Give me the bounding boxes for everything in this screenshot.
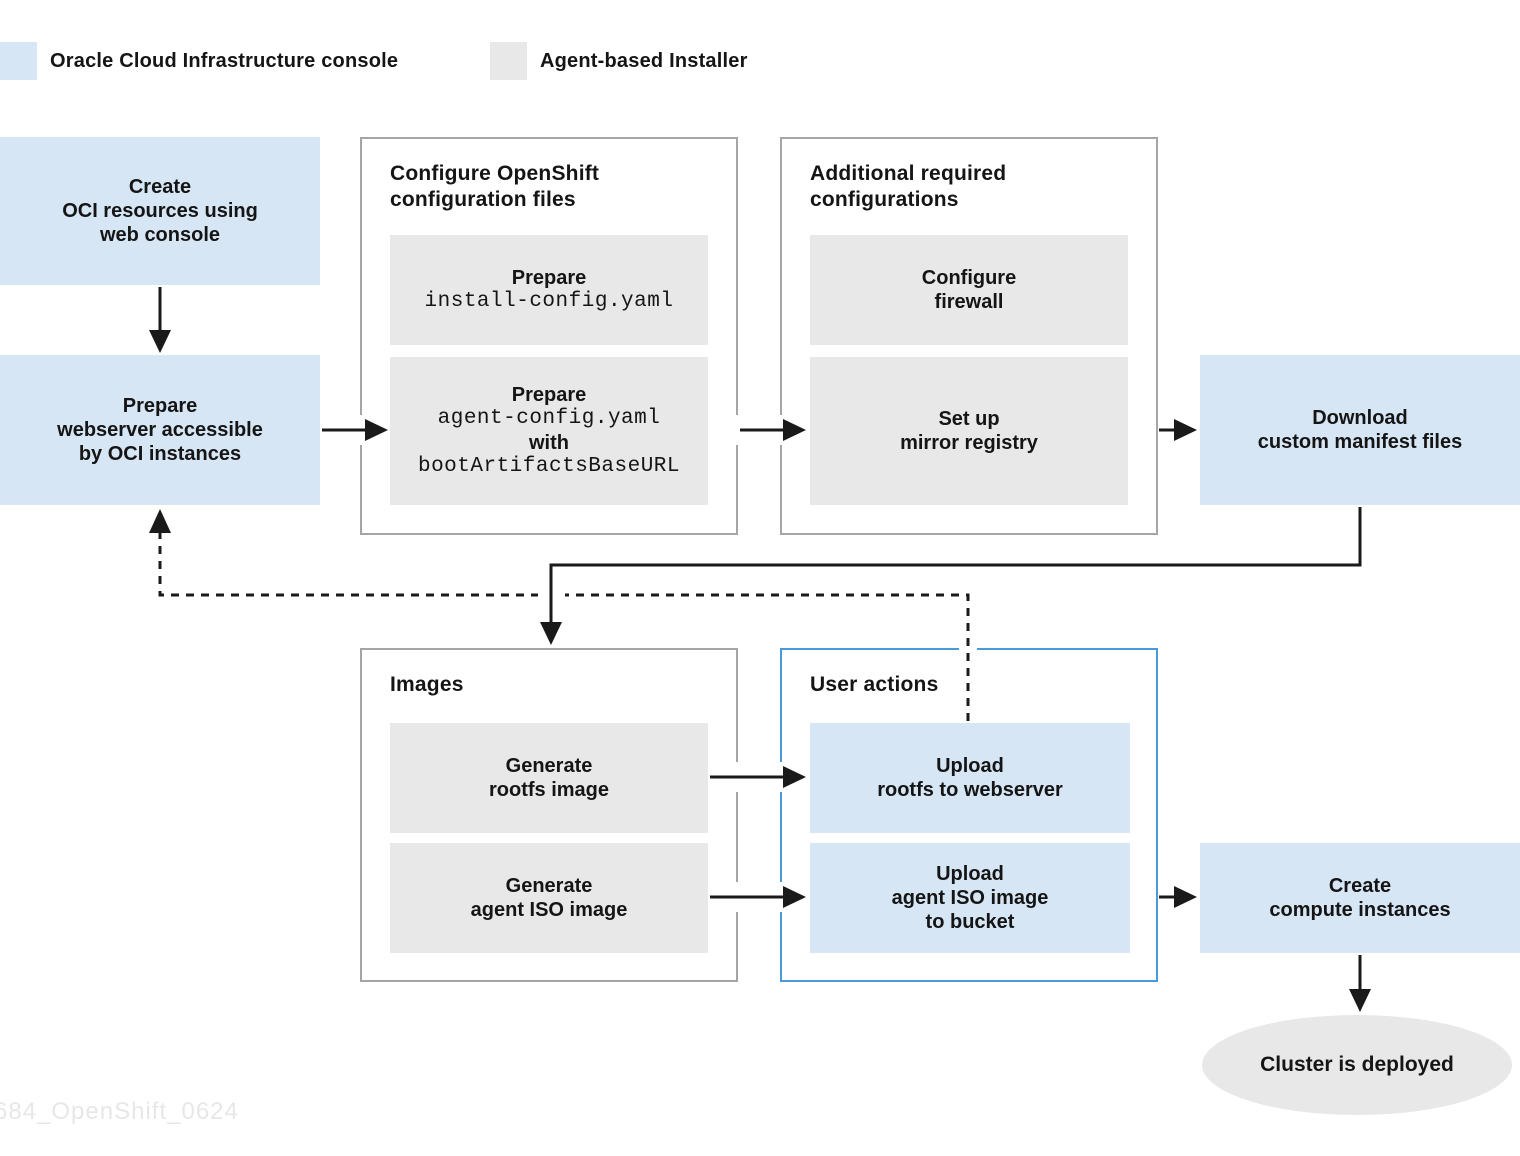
prepare-install-config-file: install-config.yaml (424, 290, 674, 313)
node-generate-agent-iso-label: Generate agent ISO image (470, 875, 628, 921)
node-download-manifests: Download custom manifest files (1200, 355, 1520, 505)
arrow-compute-to-cluster (1349, 955, 1371, 1012)
node-generate-agent-iso: Generate agent ISO image (390, 843, 708, 953)
prepare-agent-config-connector: with (529, 432, 569, 454)
arrow-create-oci-to-prepare-webserver (149, 287, 171, 353)
arrow-user-actions-to-compute (1159, 886, 1197, 908)
node-upload-agent-iso: Upload agent ISO image to bucket (810, 843, 1130, 953)
legend-swatch-oci-blue (0, 42, 37, 80)
node-upload-rootfs: Upload rootfs to webserver (810, 723, 1130, 833)
legend-swatch-installer-gray (490, 42, 527, 80)
node-prepare-agent-config: Prepare agent-config.yaml with bootArtif… (390, 357, 708, 505)
node-prepare-webserver-label: Prepare webserver accessible by OCI inst… (57, 395, 263, 465)
group-configure-openshift-files-title: Configure OpenShift configuration files (390, 162, 600, 211)
node-configure-firewall-label: Configure firewall (921, 267, 1017, 313)
group-user-actions-title: User actions (810, 673, 939, 696)
arrow-additional-to-download (1159, 419, 1197, 441)
node-prepare-webserver: Prepare webserver accessible by OCI inst… (0, 355, 320, 505)
node-setup-mirror-registry: Set up mirror registry (810, 357, 1128, 505)
prepare-agent-config-action: Prepare (511, 384, 587, 406)
group-images-title: Images (390, 673, 464, 696)
node-configure-firewall: Configure firewall (810, 235, 1128, 345)
node-upload-agent-iso-label: Upload agent ISO image to bucket (891, 863, 1049, 933)
node-cluster-deployed-label: Cluster is deployed (1260, 1053, 1454, 1076)
node-generate-rootfs: Generate rootfs image (390, 723, 708, 833)
node-create-oci-resources: Create OCI resources using web console (0, 137, 320, 285)
node-create-oci-resources-label: Create OCI resources using web console (62, 176, 258, 246)
line-crossing-gap (538, 588, 565, 603)
node-generate-rootfs-label: Generate rootfs image (488, 755, 610, 801)
node-setup-mirror-registry-label: Set up mirror registry (900, 408, 1038, 454)
node-create-compute-instances: Create compute instances (1200, 843, 1520, 953)
node-prepare-install-config: Prepare install-config.yaml (390, 235, 708, 345)
watermark-text: 684_OpenShift_0624 (0, 1098, 239, 1125)
node-upload-rootfs-label: Upload rootfs to webserver (877, 755, 1063, 801)
prepare-install-config-action: Prepare (511, 267, 587, 289)
legend-label-oci-console: Oracle Cloud Infrastructure console (50, 49, 399, 72)
node-create-compute-instances-label: Create compute instances (1269, 875, 1451, 921)
prepare-agent-config-file: agent-config.yaml (437, 407, 661, 430)
node-cluster-deployed: Cluster is deployed (1202, 1015, 1512, 1115)
prepare-agent-config-param: bootArtifactsBaseURL (417, 455, 681, 478)
legend-label-agent-installer: Agent-based Installer (540, 49, 748, 72)
node-download-manifests-label: Download custom manifest files (1257, 407, 1463, 453)
group-additional-configurations-title: Additional required configurations (810, 162, 1007, 211)
